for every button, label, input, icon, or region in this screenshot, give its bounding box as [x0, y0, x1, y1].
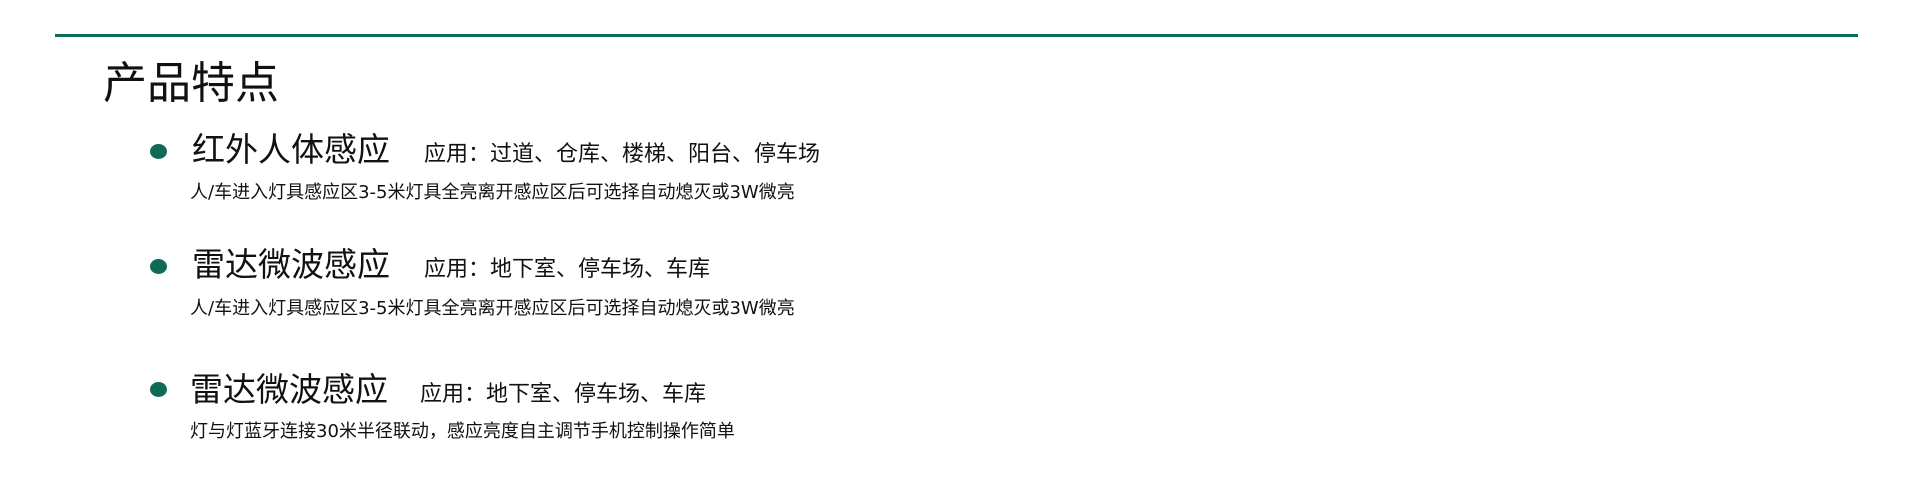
feature-title-row: 雷达微波感应 应用：地下室、停车场、车库: [192, 242, 710, 293]
feature-description: 人/车进入灯具感应区3-5米灯具全亮离开感应区后可选择自动熄灭或3W微亮: [190, 298, 795, 319]
feature-application: 应用：地下室、停车场、车库: [420, 382, 707, 407]
bullet-dot-icon: [150, 382, 167, 397]
bullet-dot-icon: [150, 144, 167, 159]
feature-title: 红外人体感应: [192, 130, 390, 169]
feature-application: 应用：过道、仓库、楼梯、阳台、停车场: [424, 142, 821, 167]
feature-title-row: 雷达微波感应 应用：地下室、停车场、车库: [190, 367, 706, 418]
feature-application: 应用：地下室、停车场、车库: [424, 257, 711, 282]
feature-description: 人/车进入灯具感应区3-5米灯具全亮离开感应区后可选择自动熄灭或3W微亮: [190, 182, 795, 203]
feature-title-row: 红外人体感应 应用：过道、仓库、楼梯、阳台、停车场: [192, 127, 820, 178]
page-title: 产品特点: [103, 58, 279, 109]
bullet-dot-icon: [150, 259, 167, 274]
top-divider: [55, 34, 1858, 37]
feature-description: 灯与灯蓝牙连接30米半径联动，感应亮度自主调节手机控制操作简单: [190, 421, 735, 442]
feature-title: 雷达微波感应: [192, 245, 390, 284]
feature-title: 雷达微波感应: [190, 370, 388, 409]
